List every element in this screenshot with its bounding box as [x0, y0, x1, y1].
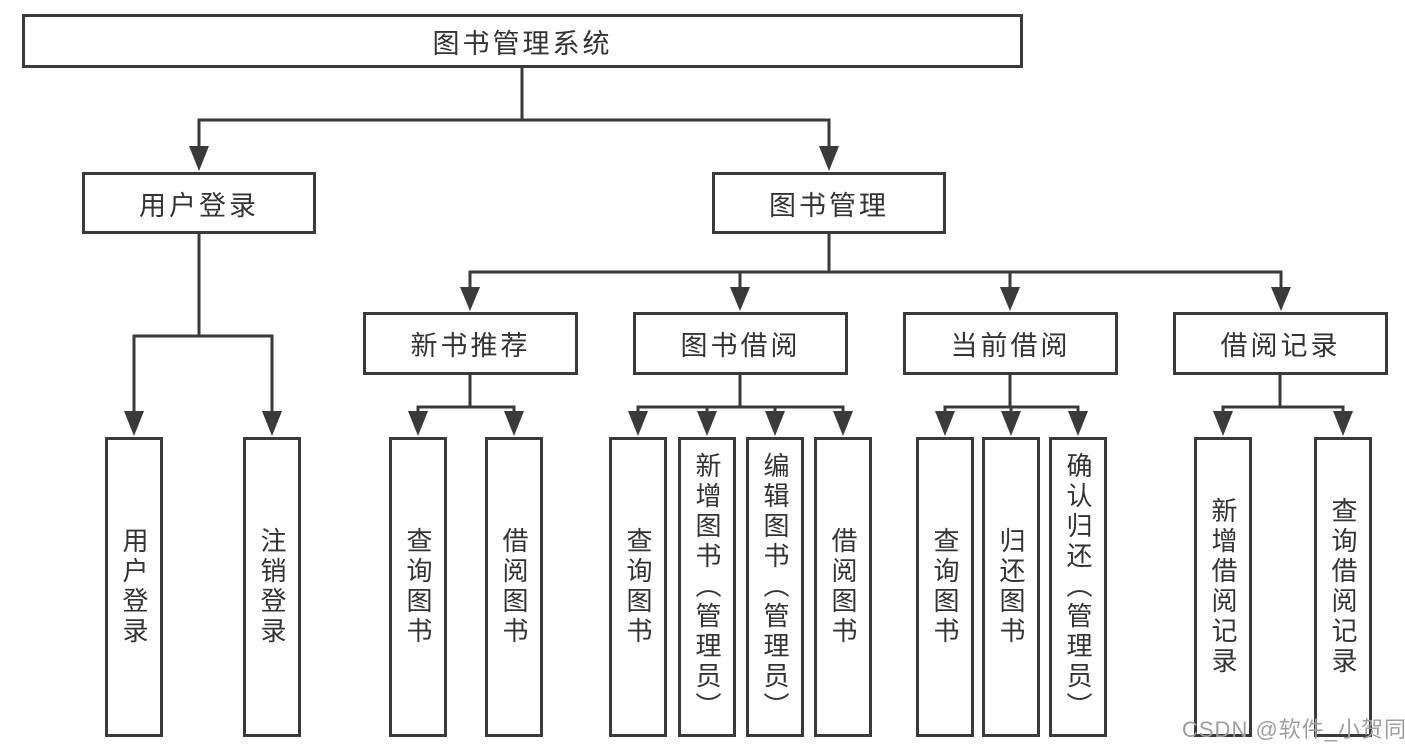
- leaf-label: 借阅图书: [499, 527, 529, 647]
- arrowhead: [1000, 287, 1020, 311]
- watermark: CSDN @软件_小贺同学: [1182, 717, 1405, 742]
- arrowhead: [833, 411, 853, 436]
- node-book-management: 图书管理: [712, 172, 946, 234]
- connector-root-to-level2: [189, 68, 839, 171]
- arrowhead: [504, 411, 524, 436]
- leaf-label: 注销登录: [257, 527, 287, 647]
- leaf-label: 查询图书: [403, 527, 433, 647]
- node-current-borrow: 当前借阅: [903, 312, 1118, 375]
- leaf-query-borrow-record: 查询借阅记录: [1314, 437, 1372, 737]
- leaf-label: 查询图书: [623, 527, 653, 647]
- connector-borrow-records-children: [1213, 375, 1353, 436]
- leaf-label: 确认归还（管理员）: [1063, 452, 1093, 722]
- leaf-user-login: 用户登录: [105, 437, 163, 737]
- leaf-add-books-admin: 新增图书（管理员）: [678, 437, 736, 737]
- node-user-login: 用户登录: [82, 172, 316, 234]
- arrowhead: [730, 287, 750, 311]
- arrowhead: [262, 411, 282, 436]
- connector-current-borrow-children: [935, 375, 1088, 436]
- arrowhead: [765, 411, 785, 436]
- node-label: 图书借阅: [680, 331, 801, 361]
- arrowhead: [1213, 411, 1233, 436]
- arrowhead: [1333, 411, 1353, 436]
- leaf-query-books-current: 查询图书: [916, 437, 974, 737]
- arrowhead: [408, 411, 428, 436]
- arrowhead: [628, 411, 648, 436]
- arrowhead: [819, 146, 839, 171]
- connector-new-book-children: [408, 375, 524, 436]
- arrowhead: [1068, 411, 1088, 436]
- leaf-label: 用户登录: [119, 527, 149, 647]
- node-label: 用户登录: [139, 190, 259, 221]
- leaf-add-borrow-record: 新增借阅记录: [1194, 437, 1252, 737]
- leaf-label: 新增图书（管理员）: [692, 452, 722, 722]
- leaf-label: 查询图书: [930, 527, 960, 647]
- node-book-borrow: 图书借阅: [633, 312, 848, 375]
- leaf-edit-books-admin: 编辑图书（管理员）: [746, 437, 804, 737]
- arrowhead: [697, 411, 717, 436]
- leaf-query-books-recommend: 查询图书: [389, 437, 447, 737]
- leaf-label: 归还图书: [996, 527, 1026, 647]
- leaf-label: 借阅图书: [828, 527, 858, 647]
- leaf-label: 新增借阅记录: [1208, 497, 1238, 677]
- node-label: 借阅记录: [1220, 331, 1341, 361]
- arrowhead: [935, 411, 955, 436]
- node-borrow-records: 借阅记录: [1173, 312, 1388, 375]
- leaf-borrow-books: 借阅图书: [814, 437, 872, 737]
- node-new-book-recommend: 新书推荐: [363, 312, 578, 375]
- connector-user-login-children: [124, 234, 282, 436]
- arrowhead: [460, 287, 480, 311]
- arrowhead: [1001, 411, 1021, 436]
- leaf-label: 查询借阅记录: [1328, 497, 1358, 677]
- node-label: 新书推荐: [410, 331, 531, 361]
- leaf-label: 编辑图书（管理员）: [760, 452, 790, 722]
- leaf-logout-login: 注销登录: [243, 437, 301, 737]
- arrowhead: [124, 411, 144, 436]
- node-label: 图书管理系统: [432, 28, 613, 59]
- leaf-borrow-books-recommend: 借阅图书: [485, 437, 543, 737]
- leaf-confirm-return-admin: 确认归还（管理员）: [1049, 437, 1107, 737]
- arrowhead: [1271, 287, 1291, 311]
- connector-book-borrow-children: [628, 375, 853, 436]
- connector-book-management-to-level3: [460, 234, 1291, 311]
- leaf-query-books-borrow: 查询图书: [609, 437, 667, 737]
- node-library-management-system: 图书管理系统: [22, 14, 1023, 68]
- leaf-return-books: 归还图书: [982, 437, 1040, 737]
- node-label: 当前借阅: [950, 331, 1071, 361]
- arrowhead: [189, 146, 209, 171]
- node-label: 图书管理: [769, 190, 889, 221]
